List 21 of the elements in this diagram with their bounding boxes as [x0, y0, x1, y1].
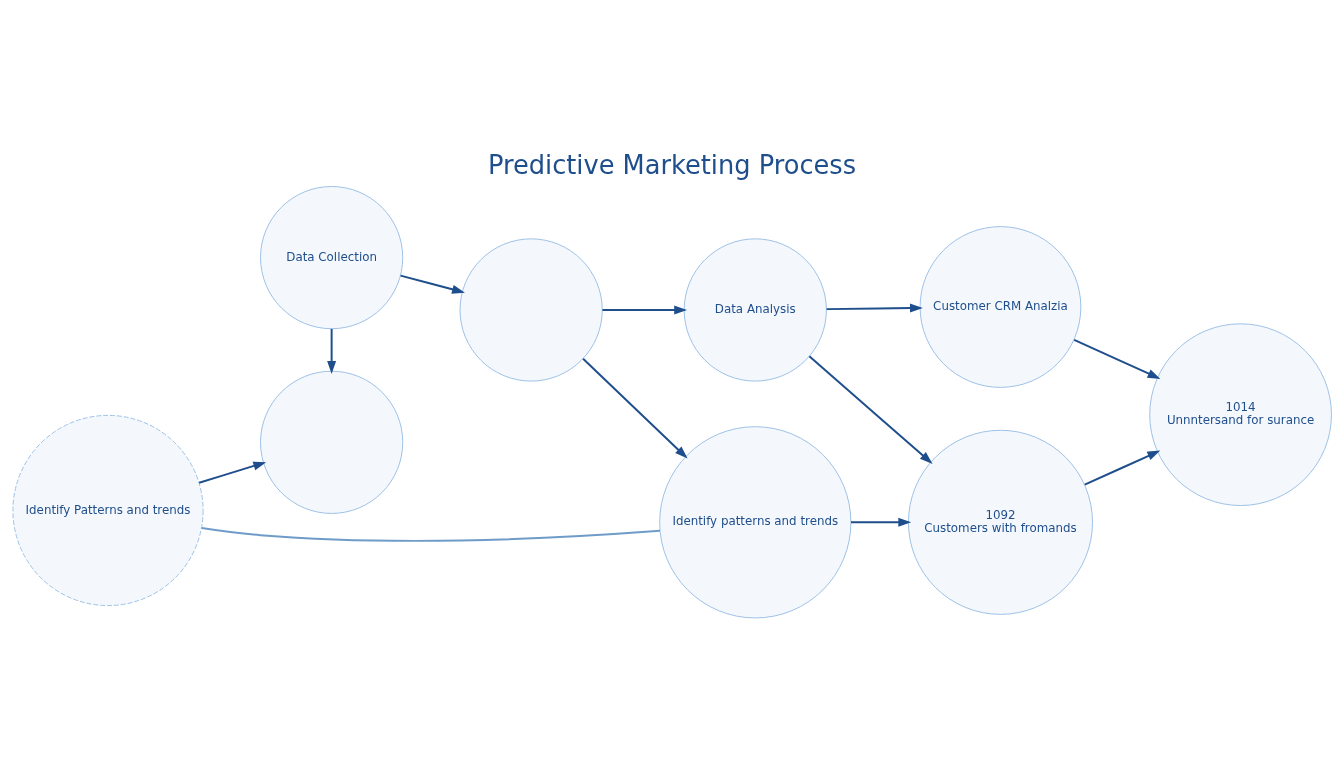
- diagram-title: Predictive Marketing Process: [487, 150, 857, 181]
- arrow: [808, 355, 933, 464]
- arrow: [601, 305, 688, 315]
- node-circle: 1092 Customers with fromands: [907, 429, 1093, 615]
- arrow: [327, 327, 337, 374]
- node-circle: Identify Patterns and trends: [12, 414, 204, 607]
- arrow: [1083, 450, 1161, 486]
- arrow: [198, 461, 267, 484]
- node-circle: 1014 Unnntersand for surance: [1149, 323, 1332, 507]
- connector: [200, 527, 661, 542]
- arrow: [582, 357, 688, 459]
- node-circle: Identify patterns and trends: [659, 426, 852, 619]
- arrow: [399, 274, 465, 294]
- node-circle: [459, 238, 603, 382]
- arrow: [825, 303, 923, 313]
- arrow: [1073, 338, 1161, 379]
- node-circle: Customer CRM Analzia: [919, 226, 1082, 388]
- node-circle: Data Collection: [260, 186, 404, 330]
- arrow: [850, 517, 912, 527]
- node-circle: [260, 370, 404, 514]
- node-circle: Data Analysis: [683, 238, 827, 382]
